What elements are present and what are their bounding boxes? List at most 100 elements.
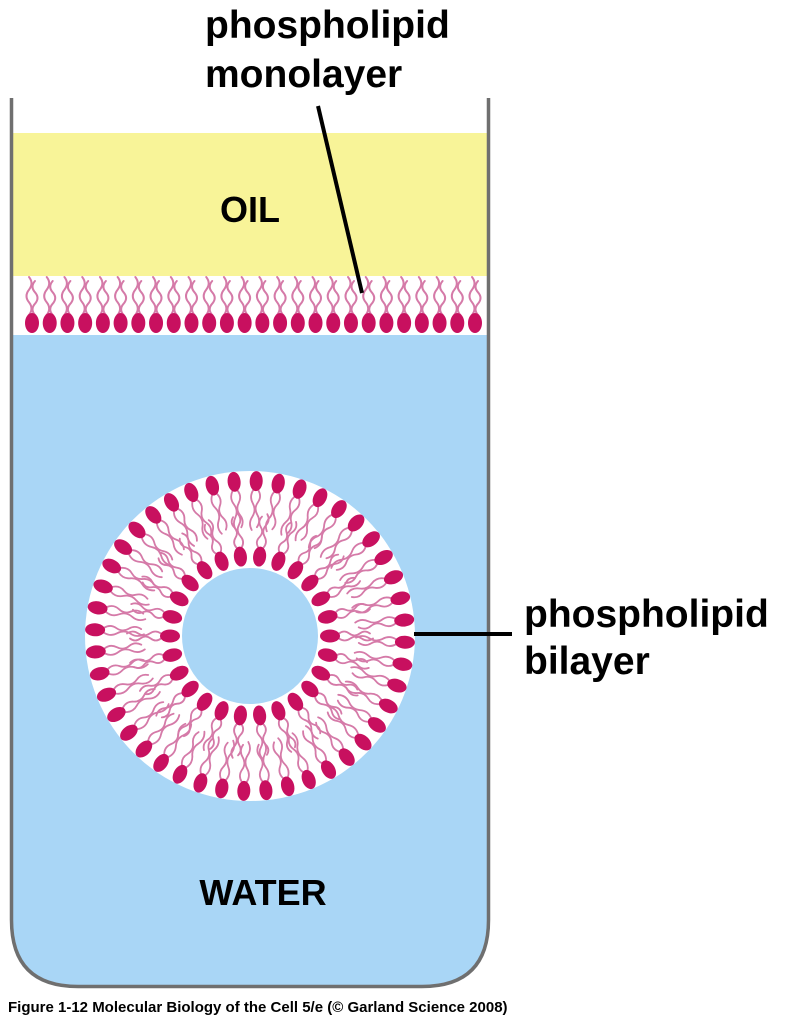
outer-leaflet-lipid-head [374, 549, 393, 566]
inner-leaflet-lipid-tail [177, 706, 199, 737]
outer-leaflet-lipid-head [184, 482, 199, 503]
monolayer-lipid-head [131, 313, 146, 333]
inner-leaflet-lipid-tail [329, 674, 359, 691]
inner-leaflet-lipid-head [169, 665, 189, 681]
outer-leaflet-lipid-tail [124, 691, 161, 714]
outer-leaflet-lipid-head [107, 706, 126, 723]
outer-leaflet-lipid-tail [326, 711, 356, 739]
inner-leaflet-lipid-tail [334, 658, 370, 670]
outer-leaflet-lipid-head [271, 473, 285, 494]
water-label: WATER [199, 872, 326, 913]
inner-leaflet-lipid-tail [317, 692, 343, 715]
monolayer-lipid-tail [226, 280, 234, 316]
inner-leaflet-lipid-tail [301, 706, 322, 735]
monolayer-lipid-tail [155, 280, 163, 316]
inner-leaflet-lipid-tail [336, 608, 371, 619]
outer-leaflet-lipid-head [145, 506, 162, 524]
monolayer-lipid-head [78, 313, 93, 333]
outer-leaflet-lipid-head [259, 780, 273, 801]
inner-leaflet-lipid-tail [130, 602, 166, 614]
outer-leaflet-lipid-tail [128, 553, 163, 579]
inner-leaflet-lipid-tail [314, 696, 342, 721]
inner-leaflet-lipid-head [287, 561, 304, 580]
monolayer-lipid-tail [379, 276, 387, 316]
outer-leaflet-lipid-head [93, 579, 113, 594]
outer-leaflet-lipid-tail [355, 635, 397, 642]
inner-leaflet-lipid-tail [326, 576, 356, 594]
monolayer-lipid-head [273, 313, 288, 333]
inner-leaflet-lipid-head [214, 701, 229, 721]
inner-leaflet-lipid-tail [262, 723, 270, 756]
outer-leaflet-lipid-tail [335, 545, 367, 571]
monolayer-lipid-tail [273, 276, 281, 316]
monolayer-lipid-tail [149, 276, 157, 316]
monolayer-lipid-head [25, 313, 39, 333]
outer-leaflet-lipid-tail [330, 542, 364, 569]
outer-leaflet-lipid-tail [103, 625, 143, 632]
monolayer-lipid-head [113, 313, 128, 333]
outer-leaflet-lipid-tail [219, 741, 229, 780]
outer-leaflet-lipid-head [120, 724, 138, 741]
monolayer-lipid-tail [102, 280, 110, 316]
outer-leaflet-lipid-tail [122, 688, 156, 709]
outer-leaflet-lipid-head [96, 687, 117, 702]
inner-leaflet-lipid-tail [202, 717, 217, 751]
monolayer-lipid-tail [31, 280, 39, 316]
inner-leaflet-lipid-tail [157, 557, 183, 580]
inner-leaflet-lipid-head [160, 629, 180, 643]
inner-leaflet-lipid-tail [338, 635, 374, 642]
oil-label: OIL [220, 189, 280, 230]
outer-leaflet-lipid-head [367, 717, 386, 733]
monolayer-lipid-tail [468, 276, 476, 316]
outer-leaflet-lipid-tail [319, 527, 349, 558]
outer-leaflet-lipid-head [85, 623, 106, 637]
outer-leaflet-lipid-tail [144, 533, 174, 561]
outer-leaflet-lipid-tail [294, 503, 315, 542]
inner-leaflet-lipid-head [317, 648, 338, 662]
inner-leaflet-lipid-tail [230, 516, 238, 549]
outer-leaflet-lipid-head [163, 493, 180, 512]
monolayer-lipid-tail [96, 276, 104, 316]
monolayer-lipid-tail [297, 280, 305, 316]
monolayer-lipid-tail [114, 276, 122, 316]
outer-leaflet-lipid-tail [103, 630, 145, 637]
inner-leaflet-lipid-head [271, 551, 286, 571]
outer-leaflet-lipid-head [387, 678, 407, 693]
inner-leaflet-lipid-head [214, 551, 229, 571]
inner-leaflet-lipid-tail [132, 608, 164, 619]
outer-leaflet-lipid-head [227, 471, 241, 492]
outer-leaflet-lipid-tail [313, 517, 337, 550]
outer-leaflet-lipid-tail [355, 657, 394, 667]
monolayer-lipid-tail [261, 280, 269, 316]
inner-leaflet-lipid-tail [326, 678, 359, 697]
monolayer-lipid-tail [167, 276, 175, 316]
outer-leaflet-lipid-tail [204, 736, 220, 776]
outer-leaflet-lipid-tail [185, 730, 206, 769]
outer-leaflet-lipid-tail [191, 500, 209, 540]
outer-leaflet-lipid-tail [336, 699, 369, 723]
outer-leaflet-lipid-tail [210, 494, 223, 535]
outer-leaflet-lipid-tail [113, 673, 150, 690]
inner-leaflet-lipid-head [169, 591, 189, 607]
monolayer-lipid-tail [456, 280, 464, 316]
inner-leaflet-lipid-tail [317, 555, 345, 580]
outer-leaflet-lipid-tail [159, 519, 185, 551]
monolayer-lipid-head [397, 313, 412, 333]
monolayer-lipid-tail [60, 276, 68, 316]
inner-leaflet-lipid-head [301, 680, 319, 698]
inner-leaflet-lipid-head [196, 561, 213, 580]
outer-leaflet-lipid-tail [256, 743, 264, 783]
oil-layer [13, 133, 487, 276]
inner-leaflet-lipid-tail [203, 523, 217, 555]
monolayer-lipid-tail [78, 276, 86, 316]
inner-leaflet-lipid-head [162, 648, 183, 662]
outer-leaflet-lipid-tail [300, 506, 320, 541]
inner-leaflet-lipid-tail [301, 535, 323, 566]
monolayer-lipid-tail [397, 276, 405, 316]
monolayer-lipid-tail [315, 280, 322, 316]
outer-leaflet-lipid-head [301, 769, 316, 790]
outer-leaflet-lipid-head [128, 521, 146, 539]
inner-leaflet-lipid-head [317, 610, 338, 624]
outer-leaflet-lipid-tail [317, 716, 344, 750]
